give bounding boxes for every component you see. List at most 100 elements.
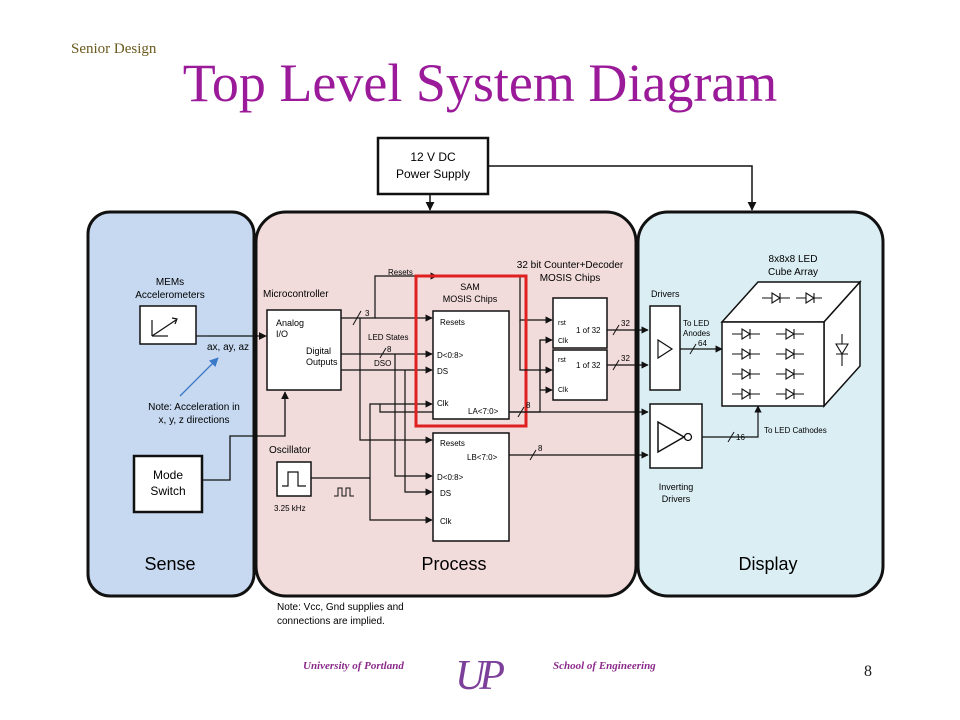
display-label: Display bbox=[738, 554, 797, 574]
driver-buffer-icon bbox=[657, 338, 674, 360]
footer-school: School of Engineering bbox=[553, 660, 656, 672]
bus32-slash-1 bbox=[612, 324, 620, 336]
microcontroller-label: Microcontroller bbox=[263, 289, 329, 300]
chip-a-out: LA<7:0> bbox=[468, 407, 499, 416]
slide-title: Top Level System Diagram bbox=[182, 53, 778, 113]
university-logo: UP bbox=[455, 653, 505, 699]
accelerometer-icon bbox=[151, 317, 178, 337]
to-anodes-label-1: To LED bbox=[683, 319, 709, 328]
bus8-out-slash-a bbox=[517, 406, 525, 418]
bus16-slash bbox=[727, 431, 735, 443]
bus64-slash bbox=[689, 343, 697, 355]
mems-label-1: MEMs bbox=[156, 277, 184, 288]
chip-a-d: D<0:8> bbox=[437, 351, 464, 360]
axes-label: ax, ay, az bbox=[207, 342, 249, 353]
bus8-out-slash-b bbox=[529, 449, 537, 461]
chip-b-clk: Clk bbox=[440, 517, 453, 526]
inverter-bubble-icon bbox=[683, 432, 693, 442]
counter-label-2: MOSIS Chips bbox=[540, 273, 601, 284]
bus8-label: 8 bbox=[387, 345, 392, 354]
chip-a-resets: Resets bbox=[440, 318, 465, 327]
led-states-to-chip-b bbox=[394, 354, 433, 480]
chip-a-ds: DS bbox=[437, 367, 448, 376]
analog-io-label-2: I/O bbox=[276, 329, 288, 339]
led-cube-icon bbox=[720, 280, 862, 408]
oscillator-box bbox=[276, 461, 312, 497]
clock-to-counter2 bbox=[539, 340, 553, 394]
counter1-rst: rst bbox=[558, 320, 566, 327]
reset-to-counter2 bbox=[519, 320, 553, 374]
process-label: Process bbox=[421, 554, 486, 574]
bus32-label-1: 32 bbox=[621, 319, 630, 328]
led-diode-icons bbox=[732, 292, 849, 400]
oscillator-label: Oscillator bbox=[269, 445, 311, 456]
bus32-label-2: 32 bbox=[621, 354, 630, 363]
resets-label: Resets bbox=[388, 268, 413, 277]
page-number: 8 bbox=[864, 663, 872, 680]
mode-switch-box bbox=[132, 454, 204, 514]
inverting-label-1: Inverting bbox=[659, 482, 694, 492]
counter-chip-1 bbox=[552, 297, 608, 349]
dso-to-chip-b bbox=[404, 370, 433, 496]
chip-a-clk: Clk bbox=[437, 399, 450, 408]
counter2-clk: Clk bbox=[558, 387, 569, 394]
bus8-out-label-b: 8 bbox=[538, 444, 543, 453]
digital-outputs-label-1: Digital bbox=[306, 346, 331, 356]
sense-note-1: Note: Acceleration in bbox=[148, 402, 240, 413]
oscillator-wave-icon bbox=[282, 471, 306, 487]
sam-highlight-box bbox=[414, 274, 528, 428]
power-supply-label-2: Power Supply bbox=[396, 167, 470, 181]
power-supply-box bbox=[376, 136, 490, 196]
digital-outputs-label-2: Outputs bbox=[306, 357, 338, 367]
chip-b-ds: DS bbox=[440, 489, 451, 498]
analog-io-label-1: Analog bbox=[276, 318, 304, 328]
bus3-slash bbox=[352, 310, 362, 326]
counter1-sel: 1 of 32 bbox=[576, 326, 601, 335]
bus64-label: 64 bbox=[698, 339, 707, 348]
bus8-slash bbox=[379, 347, 387, 359]
microcontroller-box bbox=[266, 309, 342, 391]
chip-b-resets: Resets bbox=[440, 439, 465, 448]
to-anodes-label-2: Anodes bbox=[683, 329, 710, 338]
mode-switch-label-2: Switch bbox=[150, 484, 185, 498]
bus8-out-label-a: 8 bbox=[526, 401, 531, 410]
bus16-label: 16 bbox=[736, 433, 745, 442]
to-cathodes-label: To LED Cathodes bbox=[764, 426, 827, 435]
sense-note-2: x, y, z directions bbox=[159, 415, 230, 426]
bus32-slash-2 bbox=[612, 359, 620, 371]
sam-label-2: MOSIS Chips bbox=[443, 294, 498, 304]
cube-title-1: 8x8x8 LED bbox=[769, 254, 818, 265]
clock-wave-icon bbox=[334, 487, 354, 497]
sense-label: Sense bbox=[144, 554, 195, 574]
resets-line bbox=[341, 272, 438, 319]
osc-clock-to-chip-b bbox=[369, 478, 433, 524]
oscillator-frequency: 3.25 kHz bbox=[274, 504, 306, 513]
power-supply-label-1: 12 V DC bbox=[410, 150, 456, 164]
mode-switch-label-1: Mode bbox=[153, 468, 183, 482]
counter1-clk: Clk bbox=[558, 338, 569, 345]
note-pointer bbox=[179, 357, 219, 397]
mems-label-2: Accelerometers bbox=[135, 290, 204, 301]
drivers-box bbox=[649, 305, 681, 391]
inverting-label-2: Drivers bbox=[662, 494, 691, 504]
counter-chip-2 bbox=[552, 349, 608, 401]
counter2-rst: rst bbox=[558, 357, 566, 364]
sam-label-1: SAM bbox=[460, 282, 480, 292]
footer-university: University of Portland bbox=[303, 660, 404, 672]
footnote-line-1: Note: Vcc, Gnd supplies and bbox=[277, 602, 404, 613]
cube-title-2: Cube Array bbox=[768, 267, 818, 278]
dso-label: DSO bbox=[374, 359, 391, 368]
counter2-sel: 1 of 32 bbox=[576, 361, 601, 370]
power-arrow-display bbox=[488, 165, 757, 211]
drivers-label: Drivers bbox=[651, 289, 680, 299]
chip-b-out: LB<7:0> bbox=[467, 453, 498, 462]
osc-clock-line bbox=[311, 400, 433, 479]
sense-section bbox=[86, 210, 256, 598]
course-label: Senior Design bbox=[71, 41, 157, 57]
sam-chip-a bbox=[432, 310, 510, 420]
cathodes-line bbox=[702, 405, 762, 438]
switch-to-mcu bbox=[202, 391, 289, 481]
led-states-label: LED States bbox=[368, 333, 408, 342]
resets-to-chip-b bbox=[359, 318, 433, 444]
